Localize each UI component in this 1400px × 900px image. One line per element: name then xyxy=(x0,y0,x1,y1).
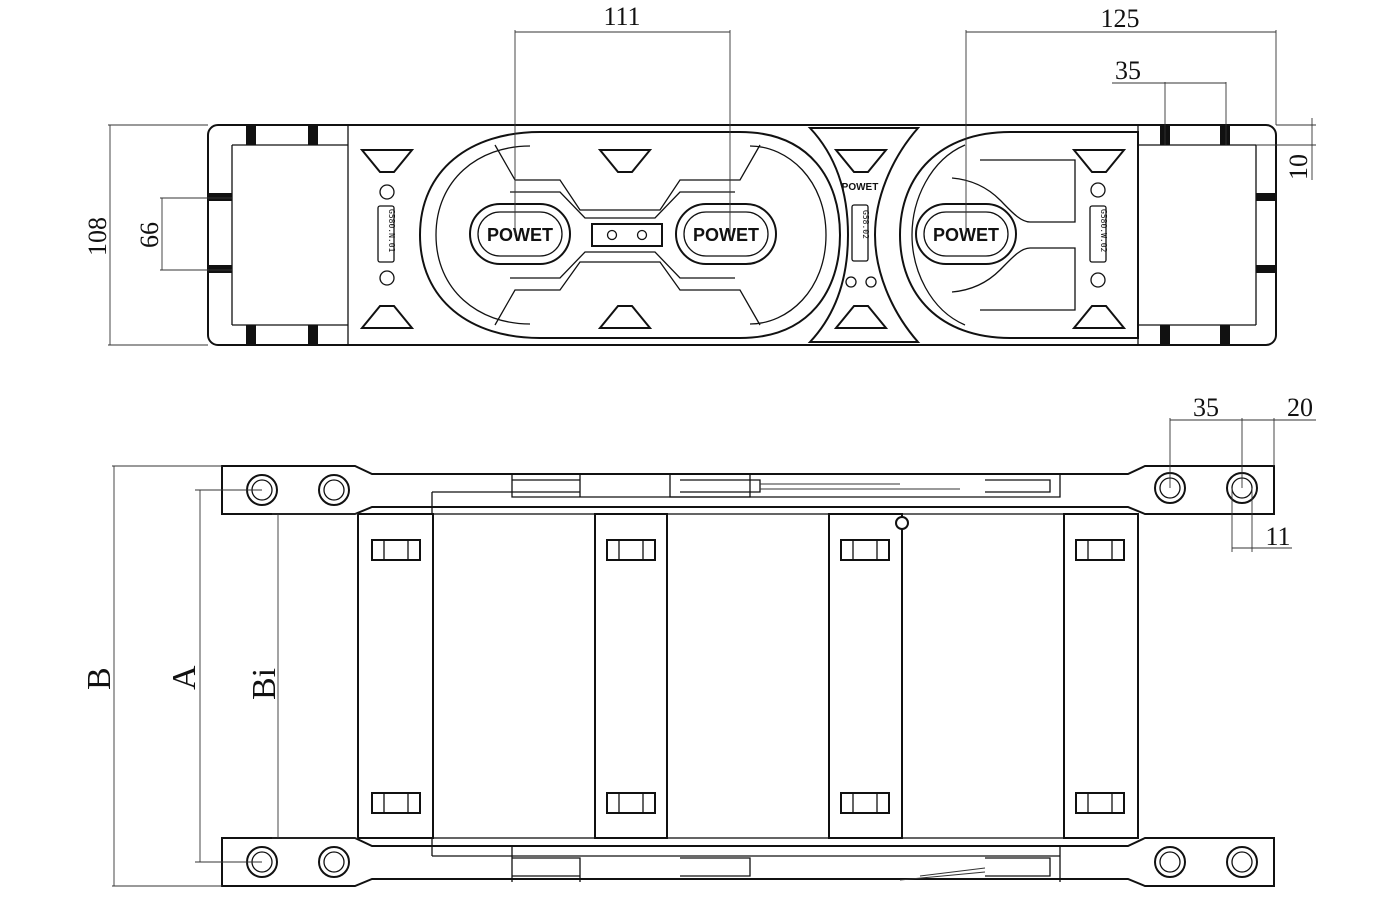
dim-width-Bi: Bi xyxy=(246,668,283,700)
dim-width-A: A xyxy=(166,665,203,690)
dim-bottom-offset: 20 xyxy=(1287,393,1313,422)
dim-bottom-small: 35 xyxy=(1193,393,1219,422)
top-view: POWET POWET G580.N.01 G58.02 POWET xyxy=(207,124,1277,346)
brand-center: POWET xyxy=(693,225,759,245)
top-dimensions: 111 125 35 10 108 66 xyxy=(83,2,1316,346)
dim-top-edge: 10 xyxy=(1284,154,1313,180)
dim-top-length: 125 xyxy=(1101,4,1140,33)
dim-top-small: 35 xyxy=(1115,56,1141,85)
dim-width-B: B xyxy=(81,667,118,690)
crossbar-clips xyxy=(371,539,1125,814)
part-center: G58.02 xyxy=(861,210,870,239)
bottom-view xyxy=(221,465,1275,887)
tab-triangles xyxy=(359,149,1127,329)
part-right: G580.W.02 xyxy=(1099,209,1108,253)
brand-small: POWET xyxy=(842,182,879,193)
brand-left: POWET xyxy=(487,225,553,245)
dim-top-pitch: 111 xyxy=(603,2,640,31)
dim-bottom-hole: 11 xyxy=(1265,522,1290,551)
part-left: G580.N.01 xyxy=(387,209,396,253)
dim-top-height: 108 xyxy=(83,217,112,256)
plate-holes xyxy=(246,472,1258,878)
bottom-dimensions: B A Bi 35 20 11 xyxy=(81,393,1316,887)
edge-ticks xyxy=(208,125,1276,345)
dim-top-inner: 66 xyxy=(135,222,164,248)
